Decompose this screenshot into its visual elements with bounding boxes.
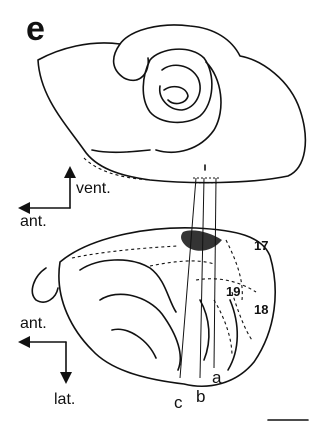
bottom-brain-outline xyxy=(32,228,275,386)
top-brain-outline xyxy=(38,25,305,183)
line-b-label: b xyxy=(196,387,205,406)
vent-label: vent. xyxy=(76,180,111,197)
bottom-orientation-axis xyxy=(18,336,72,384)
area-17-label: 17 xyxy=(254,238,268,253)
panel-label: e xyxy=(26,10,45,48)
ant-label-bottom: ant. xyxy=(20,315,47,332)
projection-line-b xyxy=(200,178,204,378)
top-orientation-axis xyxy=(18,166,76,214)
line-a-label: a xyxy=(212,368,222,387)
lat-label: lat. xyxy=(54,391,75,408)
area-18-label: 18 xyxy=(254,302,268,317)
projection-lines xyxy=(180,178,216,378)
projection-line-a xyxy=(214,178,216,368)
area-19-label: 19 xyxy=(226,284,240,299)
projection-line-c xyxy=(180,178,196,378)
line-c-label: c xyxy=(174,393,183,412)
ant-label-top: ant. xyxy=(20,213,47,230)
